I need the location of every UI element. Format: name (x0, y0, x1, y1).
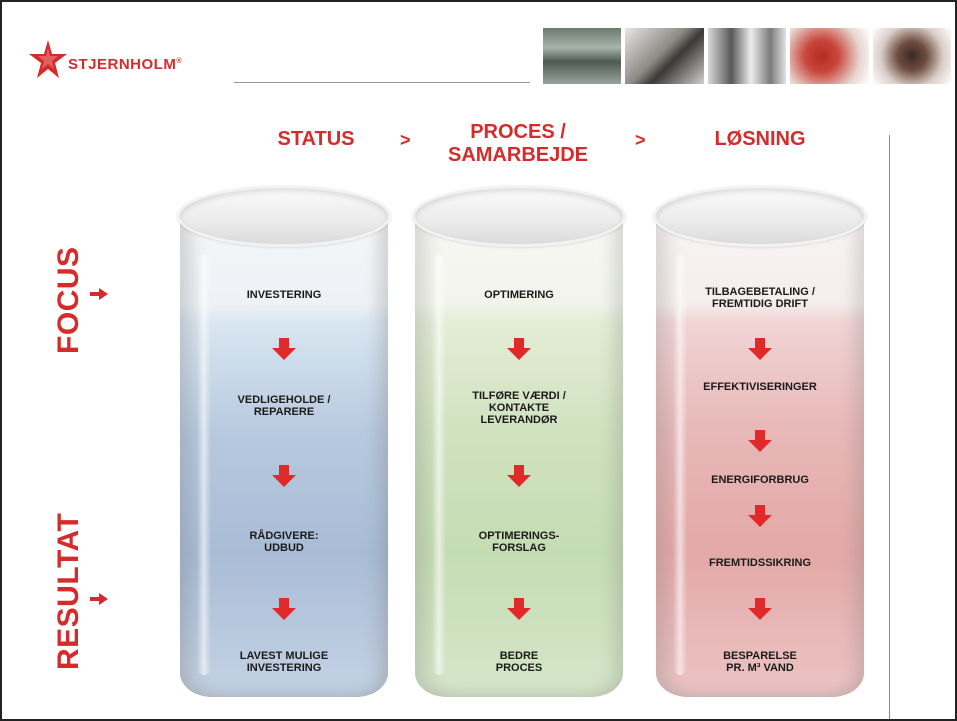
cylinder-rim (412, 185, 626, 247)
separator-1: > (400, 130, 411, 150)
photo-equipment (707, 28, 787, 84)
photo-factory (543, 28, 622, 84)
photo-worker (625, 28, 704, 84)
arrow-down-icon (272, 598, 296, 620)
arrow-down-icon (272, 465, 296, 487)
header-photo-strip (543, 28, 952, 84)
status-step-1: INVESTERING (246, 289, 322, 301)
losning-title: LØSNING (714, 128, 806, 150)
status-step-3: RÅDGIVERE:UDBUD (249, 530, 319, 554)
focus-label: FOCUS (52, 246, 85, 355)
arrow-down-icon (507, 465, 531, 487)
losning-cylinder: TILBAGEBETALING /FREMTIDIG DRIFT EFFEKTI… (653, 185, 867, 719)
proces-title: PROCES / SAMARBEJDE (447, 121, 589, 166)
proces-step-3: OPTIMERINGS-FORSLAG (478, 530, 560, 554)
losning-step-3: ENERGIFORBRUG (711, 474, 809, 486)
arrow-right-icon (90, 593, 108, 605)
arrow-down-icon (748, 430, 772, 452)
arrow-right-icon (90, 288, 108, 300)
photo-valves (790, 28, 869, 84)
header-divider (234, 82, 530, 83)
cylinder-rim (177, 185, 391, 247)
red-star-icon (29, 40, 67, 78)
arrow-down-icon (748, 338, 772, 360)
arrow-down-icon (272, 338, 296, 360)
arrow-down-icon (748, 598, 772, 620)
arrow-down-icon (748, 505, 772, 527)
status-title: STATUS (277, 128, 355, 150)
right-divider (889, 135, 890, 719)
arrow-down-icon (507, 338, 531, 360)
proces-step-1: OPTIMERING (484, 289, 554, 301)
losning-step-2: EFFEKTIVISERINGER (703, 381, 817, 393)
logo-text: STJERNHOLM® (68, 56, 183, 73)
status-cylinder: INVESTERING VEDLIGEHOLDE /REPARERE RÅDGI… (177, 185, 391, 719)
losning-step-4: FREMTIDSSIKRING (708, 557, 812, 569)
cylinder-shine (197, 255, 211, 675)
cylinder-shine (432, 255, 446, 675)
status-step-2: VEDLIGEHOLDE /REPARERE (237, 394, 331, 418)
photo-hands-star (872, 28, 952, 84)
arrow-down-icon (507, 598, 531, 620)
resultat-label: RESULTAT (52, 512, 85, 670)
cylinder-shine (673, 255, 687, 675)
company-logo: STJERNHOLM® (28, 40, 228, 80)
separator-2: > (635, 130, 646, 150)
cylinder-rim (653, 185, 867, 247)
losning-step-1: TILBAGEBETALING /FREMTIDIG DRIFT (705, 286, 815, 310)
